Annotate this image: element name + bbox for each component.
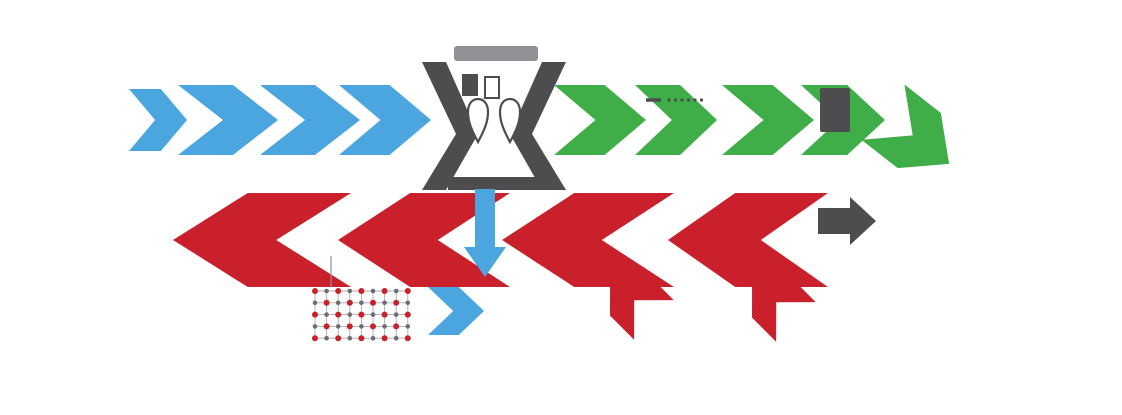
- sample-block: [820, 88, 850, 132]
- blue-process-chevron-2: [178, 85, 278, 155]
- crystal-lattice-atom: [347, 335, 353, 341]
- crystal-lattice-atom: [346, 299, 353, 306]
- crystal-lattice-atom: [335, 324, 341, 329]
- dark-feed-arrow: [818, 197, 876, 245]
- crystal-lattice-atom: [381, 311, 388, 318]
- droplet-left: [466, 97, 490, 145]
- crystal-lattice-atom: [404, 335, 411, 342]
- crystal-lattice-atom: [324, 312, 329, 317]
- dotted-annotation: [673, 98, 678, 102]
- crystal-lattice-atom: [323, 323, 330, 330]
- green-process-chevron-5: [861, 84, 950, 169]
- crystal-lattice-atom: [382, 300, 387, 306]
- crystal-lattice-atom: [358, 335, 365, 342]
- crystal-lattice-atom: [393, 323, 400, 330]
- droplet-right: [498, 97, 522, 145]
- crystal-lattice-atom: [370, 288, 376, 294]
- apparatus-base: [448, 177, 544, 190]
- crystal-lattice-atom: [393, 299, 400, 306]
- crystal-lattice-atom: [335, 300, 341, 306]
- crystal-lattice-atom: [405, 324, 411, 329]
- crystal-lattice-atom: [323, 299, 330, 306]
- crystal-lattice-atom: [370, 335, 376, 341]
- dotted-annotation: [699, 98, 704, 102]
- crystal-lattice-atom: [404, 288, 411, 294]
- crystal-lattice-atom: [312, 324, 318, 329]
- dotted-annotation: [667, 98, 671, 102]
- blue-process-chevron-4: [339, 85, 431, 155]
- crystal-lattice-atom: [312, 335, 318, 342]
- crystal-lattice-atom: [335, 311, 342, 318]
- crystal-lattice-atom: [393, 335, 399, 341]
- crystal-lattice-atom: [370, 323, 376, 330]
- crystal-lattice-atom: [381, 335, 388, 342]
- crystal-lattice-atom: [393, 288, 399, 294]
- crystal-lattice-atom: [358, 288, 365, 294]
- crystal-lattice-atom: [370, 312, 376, 317]
- crystal-lattice-atom: [312, 300, 318, 306]
- crystal-lattice-atom: [381, 288, 388, 294]
- red-branch-chevron-2: [752, 278, 816, 342]
- apparatus-nozzle-left: [462, 74, 478, 96]
- blue-lattice-chevron: [428, 287, 484, 335]
- crystal-lattice-atom: [404, 311, 411, 318]
- apparatus-cap: [454, 46, 538, 61]
- blue-down-arrow: [464, 189, 506, 277]
- crystal-lattice-atom: [405, 300, 411, 306]
- blue-process-chevron-1: [129, 89, 187, 151]
- crystal-lattice-atom: [358, 311, 365, 318]
- red-return-chevron-4: [668, 193, 828, 287]
- red-return-chevron-1: [173, 193, 351, 287]
- red-return-chevron-3: [502, 193, 674, 287]
- crystal-lattice-atom: [382, 324, 387, 329]
- crystal-lattice-atom: [312, 288, 318, 294]
- crystal-lattice-atom: [359, 324, 364, 329]
- green-process-chevron-2: [635, 85, 717, 155]
- crystal-lattice-atom: [347, 288, 353, 294]
- green-process-chevron-1: [554, 85, 646, 155]
- apparatus-left-wall: [422, 62, 478, 190]
- apparatus-nozzle-right: [484, 76, 500, 99]
- crystal-lattice-atom: [335, 288, 342, 294]
- crystal-lattice-atom: [324, 288, 329, 294]
- crystal-lattice-atom: [335, 335, 342, 342]
- crystal-lattice-atom: [393, 312, 399, 317]
- green-process-chevron-3: [722, 85, 814, 155]
- dotted-annotation: [693, 98, 697, 102]
- crystal-lattice-atom: [346, 323, 353, 330]
- dotted-annotation: [680, 98, 684, 102]
- crystal-lattice-atom: [347, 312, 353, 317]
- crystal-lattice-atom: [312, 311, 318, 318]
- red-return-chevron-2: [338, 193, 510, 287]
- blue-process-chevron-3: [260, 85, 360, 155]
- crystal-lattice-atom: [324, 335, 329, 341]
- crystal-lattice-atom: [359, 300, 364, 306]
- dotted-annotation: [686, 98, 691, 102]
- red-branch-chevron-1: [610, 276, 674, 340]
- apparatus-right-wall: [510, 62, 566, 190]
- crystal-lattice-atom: [370, 299, 376, 306]
